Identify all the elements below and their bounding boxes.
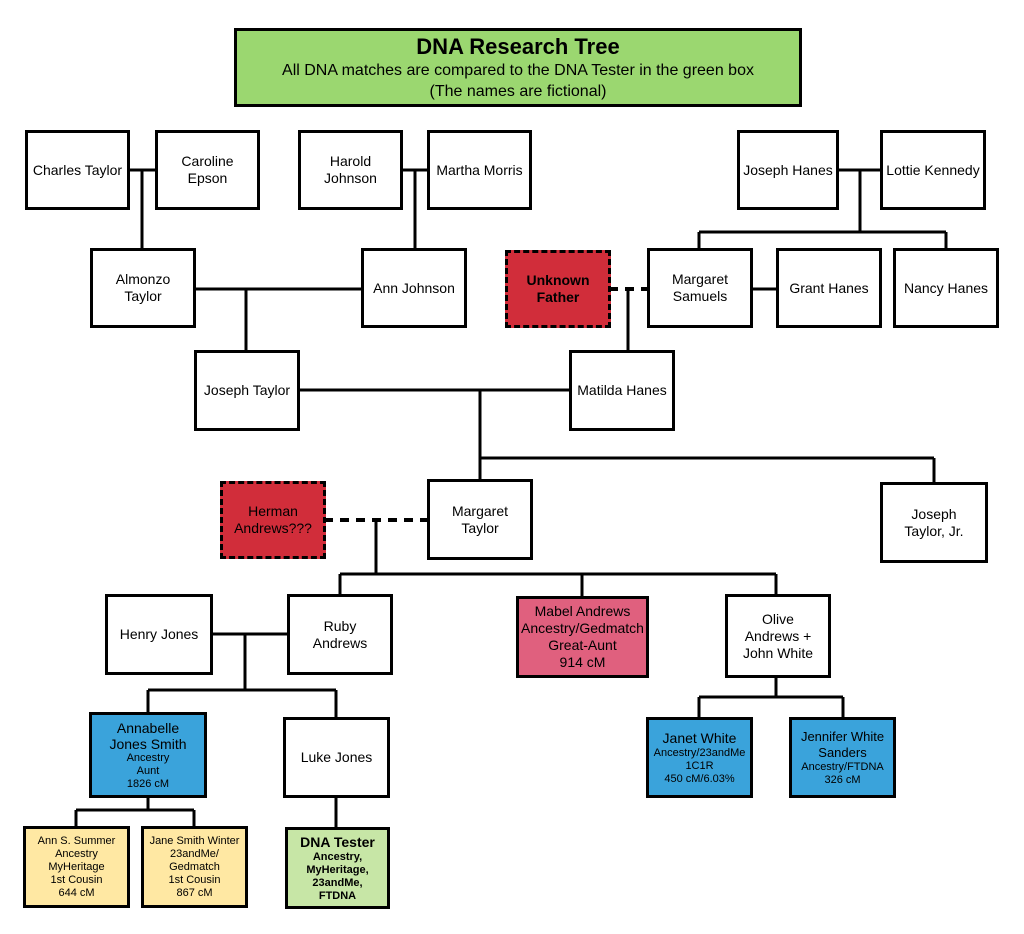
person-name: Janet White [662, 729, 737, 746]
match-janet-white[interactable]: Janet White Ancestry/23andMe 1C1R 450 cM… [646, 717, 753, 798]
dna-sites: Ancestry/FTDNA [801, 760, 884, 773]
match-mabel-andrews[interactable]: Mabel Andrews Ancestry/Gedmatch Great-Au… [516, 596, 649, 678]
dna-sites: Gedmatch [169, 860, 220, 873]
person-name: Jane Smith Winter [149, 834, 240, 847]
person-herman-andrews[interactable]: Herman Andrews??? [220, 481, 326, 559]
person-harold-johnson[interactable]: Harold Johnson [298, 130, 403, 210]
person-name: Charles Taylor [32, 161, 123, 178]
person-name: Ann S. Summer [37, 834, 116, 847]
page-note: (The names are fictional) [429, 82, 607, 100]
dna-sites: Ancestry/23andMe [653, 746, 746, 759]
person-unknown-father[interactable]: Unknown Father [505, 250, 611, 328]
person-grant-hanes[interactable]: Grant Hanes [776, 248, 882, 328]
person-luke-jones[interactable]: Luke Jones [283, 717, 390, 798]
person-name: Nancy Hanes [903, 279, 989, 296]
person-name: Lottie Kennedy [886, 161, 980, 178]
dna-sites: Ancestry [126, 751, 170, 764]
person-margaret-taylor[interactable]: Margaret Taylor [427, 479, 533, 560]
person-name: Almonzo Taylor [115, 271, 171, 304]
person-name: Joseph Taylor [203, 382, 291, 398]
person-name: Grant Hanes [789, 279, 869, 296]
match-annabelle-jones-smith[interactable]: Annabelle Jones Smith Ancestry Aunt 1826… [89, 712, 207, 798]
person-almonzo-taylor[interactable]: Almonzo Taylor [90, 248, 196, 328]
person-matilda-hanes[interactable]: Matilda Hanes [569, 350, 675, 431]
person-nancy-hanes[interactable]: Nancy Hanes [893, 248, 999, 328]
person-name: Margaret Taylor [451, 502, 509, 536]
shared-cm: 1826 cM [126, 777, 170, 790]
shared-cm: 326 cM [824, 773, 861, 786]
match-ann-s-summer[interactable]: Ann S. Summer Ancestry MyHeritage 1st Co… [23, 826, 130, 908]
relationship: Aunt [136, 764, 160, 777]
person-name: Martha Morris [436, 161, 523, 178]
person-name: Joseph Hanes [743, 161, 833, 178]
page-title: DNA Research Tree [416, 33, 620, 59]
person-name: Harold Johnson [324, 153, 377, 186]
person-name: Ann Johnson [373, 279, 455, 296]
person-name: Unknown Father [526, 272, 590, 305]
person-name: DNA Tester [300, 834, 375, 850]
person-caroline-epson[interactable]: Caroline Epson [155, 130, 260, 210]
person-name: Ruby Andrews [312, 617, 368, 651]
person-name: Annabelle Jones Smith [109, 719, 187, 752]
dna-tester[interactable]: DNA Tester Ancestry, MyHeritage, 23andMe… [285, 827, 390, 909]
person-joseph-taylor[interactable]: Joseph Taylor [194, 350, 300, 431]
page-subtitle: All DNA matches are compared to the DNA … [282, 61, 754, 79]
relationship: 1C1R [685, 759, 714, 772]
person-martha-morris[interactable]: Martha Morris [427, 130, 532, 210]
shared-cm: 914 cM [559, 654, 606, 670]
person-name: Matilda Hanes [577, 382, 667, 398]
person-name: Luke Jones [300, 749, 373, 765]
match-jennifer-white-sanders[interactable]: Jennifer White Sanders Ancestry/FTDNA 32… [789, 717, 896, 798]
match-jane-smith-winter[interactable]: Jane Smith Winter 23andMe/ Gedmatch 1st … [141, 826, 248, 908]
relationship: 1st Cousin [50, 873, 103, 886]
person-name: Jennifer White Sanders [800, 728, 885, 760]
person-charles-taylor[interactable]: Charles Taylor [25, 130, 130, 210]
dna-sites: Ancestry, MyHeritage, 23andMe, FTDNA [306, 851, 369, 902]
person-name: Olive Andrews + John White [742, 610, 814, 661]
relationship: 1st Cousin [168, 873, 221, 886]
person-name: Margaret Samuels [671, 271, 729, 304]
dna-sites: Ancestry/Gedmatch [521, 620, 644, 636]
shared-cm: 867 cM [176, 886, 213, 899]
title-box: DNA Research Tree All DNA matches are co… [234, 28, 802, 107]
dna-sites: MyHeritage [48, 860, 105, 873]
person-name: Herman Andrews??? [234, 503, 312, 536]
shared-cm: 644 cM [58, 886, 95, 899]
person-ann-johnson[interactable]: Ann Johnson [361, 248, 467, 328]
person-lottie-kennedy[interactable]: Lottie Kennedy [880, 130, 986, 210]
person-name: Joseph Taylor, Jr. [904, 505, 964, 539]
person-joseph-taylor-jr[interactable]: Joseph Taylor, Jr. [880, 482, 988, 563]
shared-cm: 450 cM/6.03% [664, 772, 735, 785]
person-name: Caroline Epson [181, 153, 234, 186]
person-name: Mabel Andrews [534, 603, 631, 619]
person-olive-andrews[interactable]: Olive Andrews + John White [725, 594, 831, 678]
person-name: Henry Jones [119, 626, 199, 642]
person-margaret-samuels[interactable]: Margaret Samuels [647, 248, 753, 328]
relationship: Great-Aunt [548, 637, 617, 653]
person-joseph-hanes[interactable]: Joseph Hanes [737, 130, 839, 210]
dna-sites: 23andMe/ [170, 847, 219, 860]
dna-sites: Ancestry [55, 847, 98, 860]
person-henry-jones[interactable]: Henry Jones [105, 594, 213, 675]
person-ruby-andrews[interactable]: Ruby Andrews [287, 594, 393, 675]
